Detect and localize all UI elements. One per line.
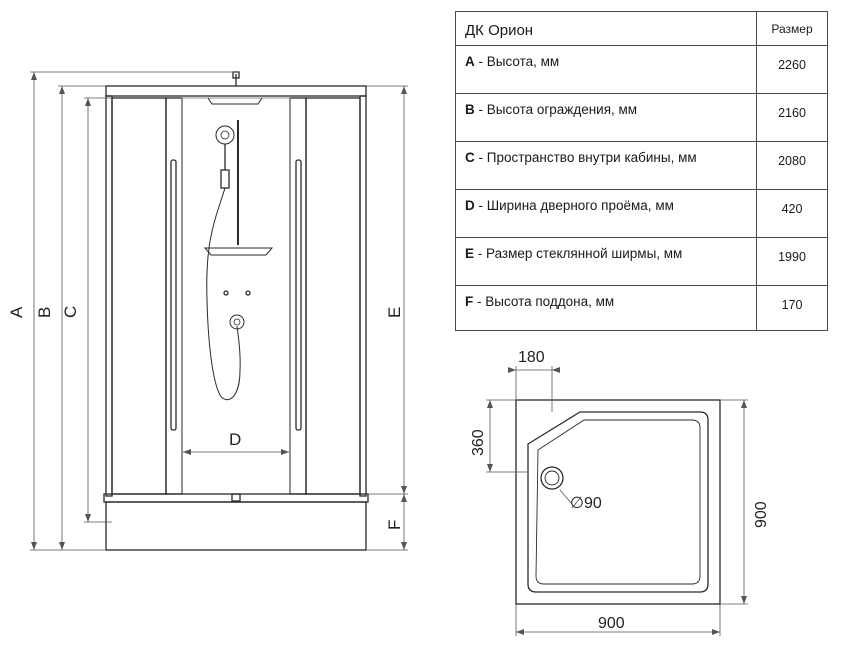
row-label: - Ширина дверного проёма, мм (474, 198, 674, 213)
table-row: B - Высота ограждения, мм 2160 (455, 93, 828, 142)
dim-label-d: D (229, 430, 241, 449)
shower-cabin-front (103, 71, 369, 551)
drain-leader (559, 489, 573, 505)
row-letter: D (465, 198, 475, 213)
left-glass-panel (111, 97, 167, 495)
left-frame-post (105, 95, 113, 497)
corner-width-label: 180 (518, 349, 545, 366)
corner-height-label: 360 (470, 429, 487, 456)
dim-label-c: C (61, 306, 80, 318)
right-door-handle (295, 159, 302, 431)
table-row: C - Пространство внутри кабины, мм 2080 (455, 141, 828, 190)
mixer-center (233, 318, 241, 326)
slider-holder (220, 169, 230, 189)
drain-hole-inner (544, 470, 560, 486)
dim-label-b: B (35, 307, 54, 318)
row-label: - Высота, мм (474, 54, 560, 69)
drain-hole (540, 466, 564, 490)
row-letter: E (465, 246, 475, 261)
row-value: 2160 (756, 93, 828, 142)
row-letter: A (465, 54, 475, 69)
tray-basin-inner (535, 419, 701, 585)
drain-diameter-label: ∅90 (570, 495, 602, 512)
cabin-roof (105, 85, 367, 97)
value-column-header: Размер (756, 11, 828, 46)
row-value: 2080 (756, 141, 828, 190)
table-row: F - Высота поддона, мм 170 (455, 285, 828, 331)
hand-shower-face (220, 130, 230, 140)
tray-dimensions (486, 366, 748, 636)
left-door-handle (170, 159, 177, 431)
row-letter: B (465, 102, 475, 117)
table-title: ДК Орион (455, 11, 757, 46)
row-label: - Высота ограждения, мм (474, 102, 638, 117)
front-dimensions (30, 71, 408, 551)
body-jet (223, 290, 229, 296)
tray-width-label: 900 (598, 615, 625, 632)
row-value: 420 (756, 189, 828, 238)
body-jet (245, 290, 251, 296)
shelf (203, 247, 274, 256)
spec-table: ДК Орион Размер A - Высота, мм 2260 B - … (455, 11, 828, 331)
row-value: 2260 (756, 45, 828, 94)
tray-basin (527, 411, 709, 593)
row-value: 170 (756, 285, 828, 331)
right-frame-post (359, 95, 367, 497)
mixer-knob (229, 314, 245, 330)
table-row: A - Высота, мм 2260 (455, 45, 828, 94)
tray-depth-label: 900 (753, 501, 770, 528)
spec-table-header: ДК Орион Размер (455, 11, 828, 46)
dim-label-a: A (7, 306, 26, 318)
tray-outline (515, 399, 721, 605)
left-door (165, 97, 183, 495)
row-label: - Высота поддона, мм (473, 294, 615, 309)
row-letter: F (465, 294, 474, 309)
right-door (289, 97, 307, 495)
hand-shower-head (215, 125, 235, 145)
tray-dim-arrows (487, 367, 747, 635)
dim-label-f: F (385, 520, 404, 530)
table-row: E - Размер стеклянной ширмы, мм 1990 (455, 237, 828, 286)
tray-skirt (105, 501, 367, 551)
row-label: - Размер стеклянной ширмы, мм (474, 246, 683, 261)
row-letter: C (465, 150, 475, 165)
front-dim-arrows (31, 72, 407, 550)
table-row: D - Ширина дверного проёма, мм 420 (455, 189, 828, 238)
row-value: 1990 (756, 237, 828, 286)
tray-top-view (515, 399, 721, 605)
row-label: - Пространство внутри кабины, мм (474, 150, 697, 165)
drain-fitting (231, 493, 241, 502)
dim-label-e: E (385, 307, 404, 318)
shower-hose (206, 187, 241, 401)
rain-shower-head (207, 97, 263, 105)
right-glass-panel (305, 97, 361, 495)
